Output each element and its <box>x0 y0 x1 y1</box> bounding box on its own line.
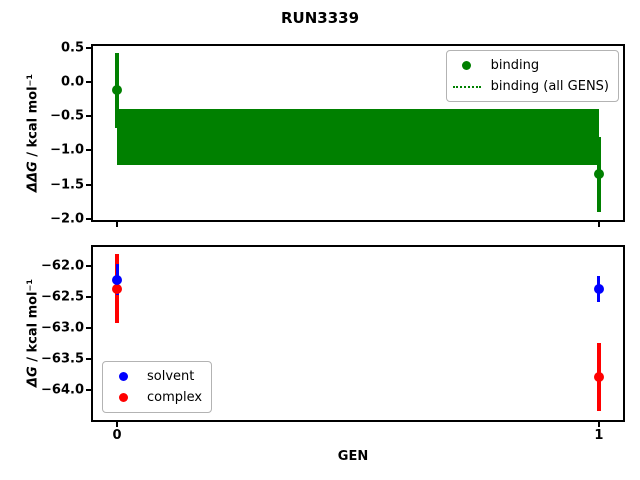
y-tick-label: −2.0 <box>50 211 84 227</box>
green-dotted-line-icon <box>452 85 481 88</box>
legend-label-complex: complex <box>147 390 203 405</box>
data-point-complex <box>593 372 604 383</box>
bottom-y-axis-label-units: / kcal mol⁻¹ <box>25 278 41 367</box>
data-point-binding <box>593 169 604 180</box>
data-point-solvent <box>112 274 123 285</box>
y-tick <box>86 217 91 220</box>
legend-item-binding-all-gens: binding (all GENS) <box>452 76 609 97</box>
y-tick-label: −62.0 <box>41 258 84 274</box>
y-tick-label: −1.5 <box>50 177 84 193</box>
data-point-complex <box>112 283 123 294</box>
data-point-solvent <box>593 283 604 294</box>
x-tick <box>116 422 119 427</box>
y-tick <box>86 295 91 298</box>
y-tick <box>86 149 91 152</box>
solvent-dot-icon <box>108 372 138 381</box>
data-point-binding <box>112 85 123 96</box>
bottom-y-axis-label-variable: ΔG <box>25 366 41 388</box>
y-tick-label: −1.0 <box>50 142 84 158</box>
bottom-axes-dg-plot: solvent complex −62.0 −62.5 −63.0 −63.5 −64.… <box>41 245 625 442</box>
legend-binding: binding binding (all GENS) <box>445 50 619 102</box>
legend-item-complex: complex <box>108 387 202 408</box>
y-tick-label: −62.5 <box>41 289 84 305</box>
bottom-y-axis-label: ΔG / kcal mol⁻¹ <box>26 279 41 387</box>
top-y-axis-label-variable: ΔΔG <box>25 161 41 193</box>
y-tick <box>86 357 91 360</box>
y-tick-label: 0.5 <box>60 40 84 56</box>
x-tick <box>597 222 600 227</box>
figure-title: RUN3339 <box>280 9 360 27</box>
uncertainty-band-all-gens <box>117 109 599 166</box>
y-tick-label: −63.5 <box>41 351 84 367</box>
y-tick-label: −64.0 <box>41 382 84 398</box>
y-tick-label: −0.5 <box>50 108 84 124</box>
y-tick <box>86 264 91 267</box>
binding-dot-icon <box>452 61 482 70</box>
x-tick <box>116 222 119 227</box>
y-tick <box>86 81 91 84</box>
top-y-axis-label-units: / kcal mol⁻¹ <box>25 73 41 162</box>
red-dot-icon <box>118 393 128 402</box>
top-axes-ddg-plot: binding binding (all GENS) 0.5 0.0 −0.5 −1.… <box>50 42 625 227</box>
complex-dot-icon <box>108 393 138 402</box>
dotted-line-icon <box>452 85 482 88</box>
y-tick <box>86 326 91 329</box>
legend-item-binding: binding <box>452 55 609 76</box>
y-tick <box>86 388 91 391</box>
y-tick <box>86 183 91 186</box>
x-tick-label: 1 <box>594 428 604 443</box>
x-axis-label: GEN <box>337 449 369 464</box>
legend-item-solvent: solvent <box>108 366 202 387</box>
blue-dot-icon <box>118 372 128 381</box>
top-y-axis-label: ΔΔG / kcal mol⁻¹ <box>26 74 41 192</box>
y-tick <box>86 47 91 50</box>
x-tick-label: 0 <box>112 428 122 443</box>
legend-label-binding-all-gens: binding (all GENS) <box>490 79 609 94</box>
legend-label-solvent: solvent <box>147 369 195 384</box>
y-tick <box>86 115 91 118</box>
y-tick-label: 0.0 <box>60 74 84 90</box>
legend-solvent-complex: solvent complex <box>102 361 213 413</box>
legend-label-binding: binding <box>490 58 540 73</box>
y-tick-label: −63.0 <box>41 320 84 336</box>
x-tick <box>597 422 600 427</box>
green-dot-icon <box>462 61 472 70</box>
